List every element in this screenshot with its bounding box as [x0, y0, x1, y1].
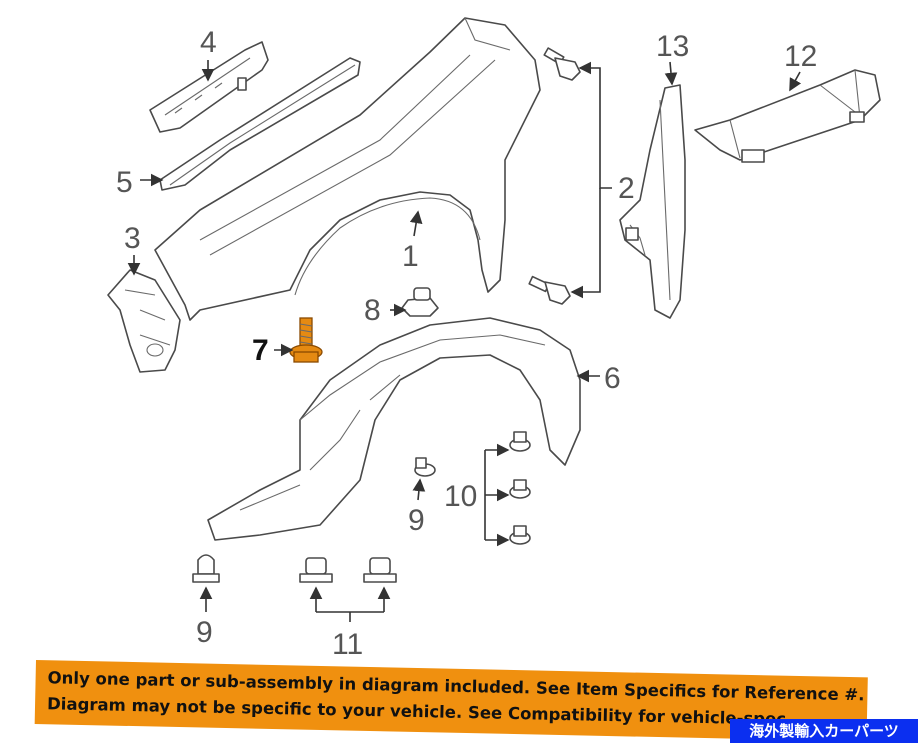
callout-10: 10: [444, 480, 477, 513]
clip-part-10-c: [509, 525, 531, 545]
callout-12: 12: [784, 40, 817, 73]
clip-part-11-right: [363, 557, 397, 583]
leader-lines: [127, 60, 802, 622]
fender-liner-part-6: [207, 317, 581, 541]
reinforcement-part-12: [694, 69, 881, 163]
callout-8: 8: [364, 294, 381, 327]
clip-part-10-b: [509, 479, 531, 499]
clip-part-9-lower: [192, 554, 220, 583]
callout-1: 1: [402, 240, 419, 273]
callout-7: 7: [252, 334, 269, 367]
fender-bracket-part-4: [149, 41, 269, 133]
fender-rail-part-5: [159, 57, 361, 191]
fender-stay-part-13: [619, 84, 686, 319]
callout-2: 2: [618, 172, 635, 205]
fender-support-part-3: [107, 269, 181, 373]
parts-diagram: 4 5 3 1 2 13 12 8 7 6 10 9 9 11: [107, 17, 881, 660]
clip-part-11-left: [299, 557, 333, 583]
callout-5: 5: [116, 166, 133, 199]
seller-badge: 海外製輸入カーパーツ: [730, 719, 918, 743]
callout-3: 3: [124, 222, 141, 255]
clip-part-8: [401, 287, 439, 317]
callout-9-upper: 9: [408, 504, 425, 537]
bolt-part-2-lower: [528, 275, 571, 305]
callout-9-lower: 9: [196, 616, 213, 649]
clip-part-9-upper: [414, 457, 436, 477]
fender-part-1: [154, 17, 541, 321]
bolt-part-2-upper: [543, 47, 581, 81]
bolt-part-7-highlighted: [289, 317, 323, 363]
callout-4: 4: [200, 26, 217, 59]
callout-6: 6: [604, 362, 621, 395]
callout-11: 11: [332, 628, 363, 660]
callout-13: 13: [656, 30, 689, 63]
clip-part-10-a: [509, 431, 531, 452]
